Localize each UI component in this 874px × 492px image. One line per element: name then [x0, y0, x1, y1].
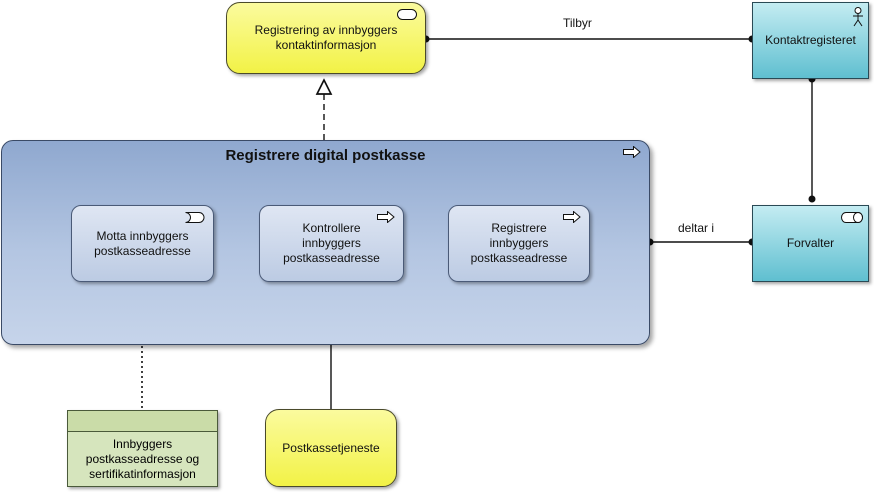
step-receive-address-label: Motta innbyggers postkasseadresse: [94, 228, 191, 258]
assignment-end-bottom: [808, 195, 816, 203]
process-arrow-icon: [623, 146, 641, 158]
role-icon: [841, 212, 863, 223]
process-arrow-icon: [377, 211, 395, 223]
event-icon: [185, 212, 205, 223]
service-mailbox[interactable]: Postkassetjeneste: [265, 409, 397, 487]
step-receive-address[interactable]: Motta innbyggers postkasseadresse: [71, 205, 214, 282]
process-title: Registrere digital postkasse: [225, 147, 426, 164]
step-register-address[interactable]: Registrere innbyggers postkasseadresse: [448, 205, 590, 282]
data-object-label: Innbyggers postkasseadresse og sertifika…: [85, 436, 200, 481]
data-object-header: [68, 411, 217, 432]
service-registration[interactable]: Registrering av innbyggers kontaktinform…: [226, 2, 426, 74]
process-arrow-icon: [563, 211, 581, 223]
service-registration-label: Registrering av innbyggers kontaktinform…: [254, 23, 398, 52]
role-manager-label: Forvalter: [786, 236, 835, 250]
actor-contact-register[interactable]: Kontaktregisteret: [752, 2, 869, 79]
role-manager[interactable]: Forvalter: [752, 205, 869, 282]
service-mailbox-label: Postkassetjeneste: [282, 440, 380, 455]
service-icon: [397, 9, 417, 20]
offers-label: Tilbyr: [563, 16, 592, 30]
step-register-address-label: Registrere innbyggers postkasseadresse: [470, 221, 568, 265]
step-check-address-label: Kontrollere innbyggers postkasseadresse: [283, 221, 380, 265]
actor-contact-register-label: Kontaktregisteret: [765, 33, 856, 47]
actor-icon: [853, 7, 863, 27]
participates-label: deltar i: [678, 221, 715, 235]
step-check-address[interactable]: Kontrollere innbyggers postkasseadresse: [259, 205, 404, 282]
data-object-address-certificate[interactable]: Innbyggers postkasseadresse og sertifika…: [67, 410, 218, 487]
